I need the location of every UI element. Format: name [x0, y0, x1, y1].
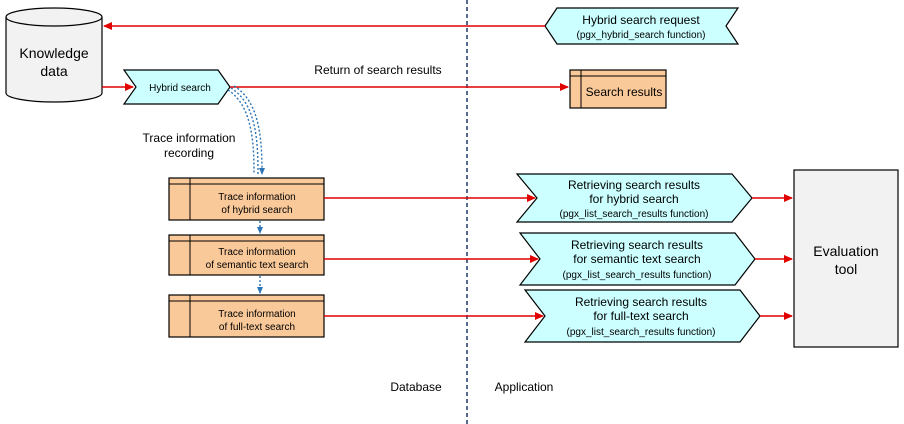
- request-label-1: Hybrid search request: [582, 13, 700, 27]
- retrieval-semantic-label-2: for semantic text search: [573, 252, 700, 266]
- knowledge-data-cylinder: Knowledge data: [5, 7, 103, 103]
- hybrid-search-request-shape: Hybrid search request (pgx_hybrid_search…: [544, 7, 740, 45]
- trace-hybrid-label-1: Trace information: [218, 192, 295, 203]
- hybrid-search-label: Hybrid search: [149, 83, 211, 94]
- retrieval-semantic-shape: Retrieving search results for semantic t…: [518, 232, 756, 286]
- trace-fulltext-label-2: of full-text search: [219, 322, 295, 333]
- retrieval-hybrid-label-1: Retrieving search results: [568, 178, 700, 192]
- hybrid-search-shape: Hybrid search: [122, 69, 231, 105]
- return-label: Return of search results: [314, 63, 441, 77]
- trace-recording-dotted-arrows: [227, 85, 265, 175]
- trace-box-hybrid: Trace information of hybrid search: [168, 177, 325, 221]
- trace-box-semantic: Trace information of semantic text searc…: [168, 234, 325, 276]
- knowledge-data-label-2: data: [40, 63, 67, 79]
- retrieval-hybrid-label-2: for hybrid search: [589, 192, 678, 206]
- retrieval-fulltext-label-3: (pgx_list_search_results function): [567, 327, 716, 338]
- retrieval-fulltext-label-2: for full-text search: [593, 309, 688, 323]
- trace-semantic-label-2: of semantic text search: [206, 260, 309, 271]
- retrieval-hybrid-shape: Retrieving search results for hybrid sea…: [515, 173, 753, 223]
- trace-semantic-label-1: Trace information: [218, 247, 295, 258]
- trace-box-fulltext: Trace information of full-text search: [168, 294, 325, 338]
- trace-hybrid-label-2: of hybrid search: [221, 205, 292, 216]
- retrieval-semantic-label-3: (pgx_list_search_results function): [563, 270, 712, 281]
- retrieval-fulltext-label-1: Retrieving search results: [575, 295, 707, 309]
- trace-recording-label-2: recording: [164, 146, 214, 160]
- trace-fulltext-label-1: Trace information: [218, 309, 295, 320]
- search-results-label: Search results: [586, 85, 663, 99]
- evaluation-tool-label-2: tool: [835, 261, 858, 277]
- search-results-box: Search results: [569, 69, 667, 109]
- trace-recording-label-1: Trace information: [143, 131, 236, 145]
- request-label-2: (pgx_hybrid_search function): [577, 30, 706, 41]
- retrieval-hybrid-label-3: (pgx_list_search_results function): [560, 209, 709, 220]
- retrieval-fulltext-shape: Retrieving search results for full-text …: [523, 289, 761, 343]
- evaluation-tool-box: Evaluation tool: [793, 169, 899, 348]
- knowledge-data-label-1: Knowledge: [19, 45, 88, 61]
- database-label: Database: [390, 380, 442, 394]
- application-label: Application: [495, 380, 554, 394]
- retrieval-semantic-label-1: Retrieving search results: [571, 238, 703, 252]
- evaluation-tool-label-1: Evaluation: [813, 243, 878, 259]
